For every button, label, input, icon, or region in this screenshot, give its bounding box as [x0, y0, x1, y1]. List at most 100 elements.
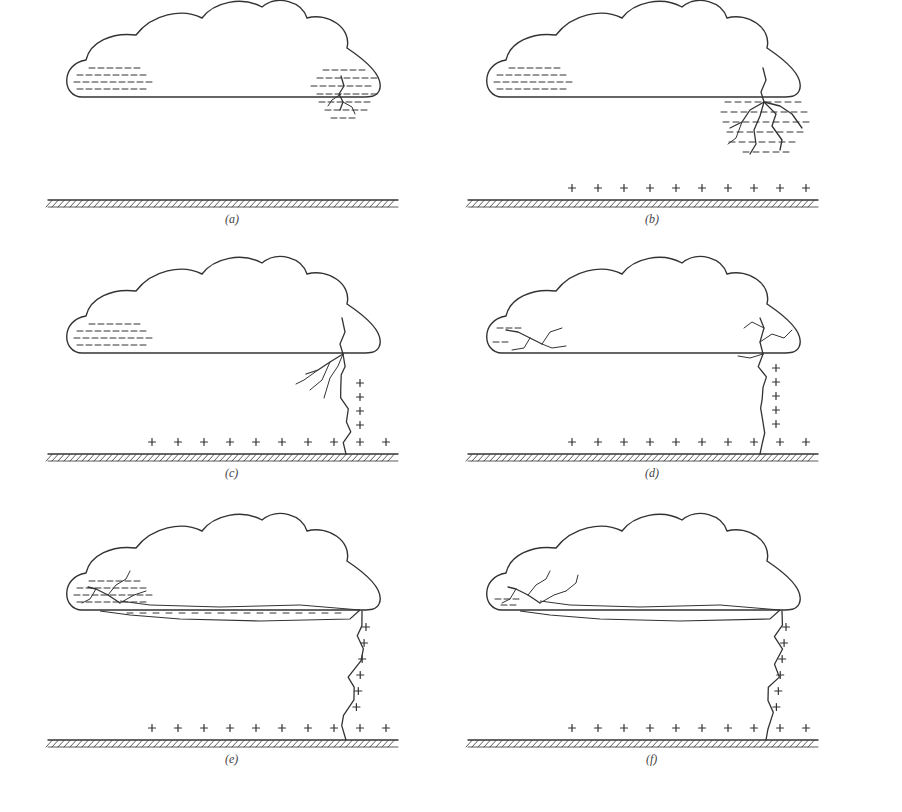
ground-hatch: [124, 201, 130, 208]
ground-hatch: [64, 201, 70, 208]
negative-charge: [533, 75, 539, 76]
ground-hatch: [766, 741, 772, 748]
negative-charge: [83, 595, 89, 596]
ground-hatch: [346, 741, 352, 748]
ground-hatch: [688, 201, 694, 208]
ground-hatch: [688, 455, 694, 462]
ground: [468, 740, 818, 748]
negative-charge: [86, 331, 92, 332]
ground-hatch: [154, 455, 160, 462]
ground-hatch: [274, 741, 280, 748]
ground-hatch: [310, 741, 316, 748]
positive-charge: [151, 439, 152, 446]
ground-hatch: [154, 741, 160, 748]
ground-hatch: [82, 201, 88, 208]
negative-charge: [83, 338, 89, 339]
ground-hatch: [610, 455, 616, 462]
ground-hatch: [52, 201, 58, 208]
positive-charge: [362, 656, 363, 663]
ground-hatch: [604, 741, 610, 748]
positive-charge: [203, 439, 204, 446]
ground-hatch: [262, 455, 268, 462]
channel-band: [520, 610, 780, 621]
ground-hatch: [166, 741, 172, 748]
ground-hatch: [508, 455, 514, 462]
ground-hatch: [682, 455, 688, 462]
ground-hatch: [274, 201, 280, 208]
ground-hatch: [694, 201, 700, 208]
ground-hatch: [70, 201, 76, 208]
negative-charge: [128, 82, 134, 83]
ground-hatch: [706, 455, 712, 462]
positive-charge: [701, 439, 702, 446]
negative-charge: [548, 82, 554, 83]
ground-hatch: [562, 201, 568, 208]
ground-hatch: [88, 741, 94, 748]
positive-charge: [701, 725, 702, 732]
ground-hatch: [652, 455, 658, 462]
negative-charge: [317, 94, 323, 95]
ground-hatch: [790, 741, 796, 748]
ground-hatch: [118, 201, 124, 208]
negative-charge: [355, 102, 361, 103]
ground-hatch: [262, 201, 268, 208]
negative-charge: [86, 602, 92, 603]
lightning-channel: [764, 102, 782, 150]
negative-charge: [542, 75, 548, 76]
negative-charge: [270, 613, 276, 614]
ground-hatch: [268, 741, 274, 748]
positive-charge: [359, 394, 360, 401]
positive-charge: [775, 407, 776, 414]
negative-charge: [122, 345, 128, 346]
negative-charge: [743, 152, 749, 153]
ground-hatch: [52, 741, 58, 748]
negative-charge: [509, 68, 515, 69]
negative-charge: [110, 595, 116, 596]
negative-charge: [725, 102, 731, 103]
ground-hatch: [730, 741, 736, 748]
ground-hatch: [784, 741, 790, 748]
ground-hatch: [490, 455, 496, 462]
negative-charge: [801, 112, 807, 113]
positive-charge: [649, 439, 650, 446]
ground-hatch: [478, 201, 484, 208]
negative-charge: [77, 345, 83, 346]
negative-charge: [334, 110, 340, 111]
ground-hatch: [694, 741, 700, 748]
negative-charge: [140, 613, 146, 614]
negative-charge: [131, 588, 137, 589]
ground-hatch: [208, 455, 214, 462]
ground-hatch: [46, 455, 52, 462]
lightning-channel: [730, 102, 764, 128]
negative-charge: [503, 82, 509, 83]
ground-hatch: [118, 741, 124, 748]
positive-charge: [203, 725, 204, 732]
ground-hatch: [508, 201, 514, 208]
negative-charge: [89, 324, 95, 325]
ground-hatch: [112, 201, 118, 208]
positive-charge: [597, 725, 598, 732]
negative-charge: [77, 331, 83, 332]
ground: [48, 200, 398, 208]
negative-charge: [320, 86, 326, 87]
negative-charge: [344, 78, 350, 79]
positive-charge: [571, 725, 572, 732]
negative-charge: [767, 132, 773, 133]
lightning-channel: [341, 354, 351, 454]
ground-hatch: [598, 201, 604, 208]
ground-hatch: [46, 741, 52, 748]
ground-hatch: [244, 455, 250, 462]
ground-hatch: [100, 455, 106, 462]
ground-hatch: [622, 741, 628, 748]
ground-hatch: [370, 455, 376, 462]
positive-charge: [281, 725, 282, 732]
negative-charge: [77, 75, 83, 76]
ground-hatch: [802, 201, 808, 208]
ground-hatch: [208, 201, 214, 208]
ground-hatch: [64, 741, 70, 748]
ground-hatch: [484, 741, 490, 748]
ground-hatch: [586, 201, 592, 208]
ground-hatch: [778, 201, 784, 208]
ground-hatch: [166, 455, 172, 462]
negative-charge: [545, 68, 551, 69]
